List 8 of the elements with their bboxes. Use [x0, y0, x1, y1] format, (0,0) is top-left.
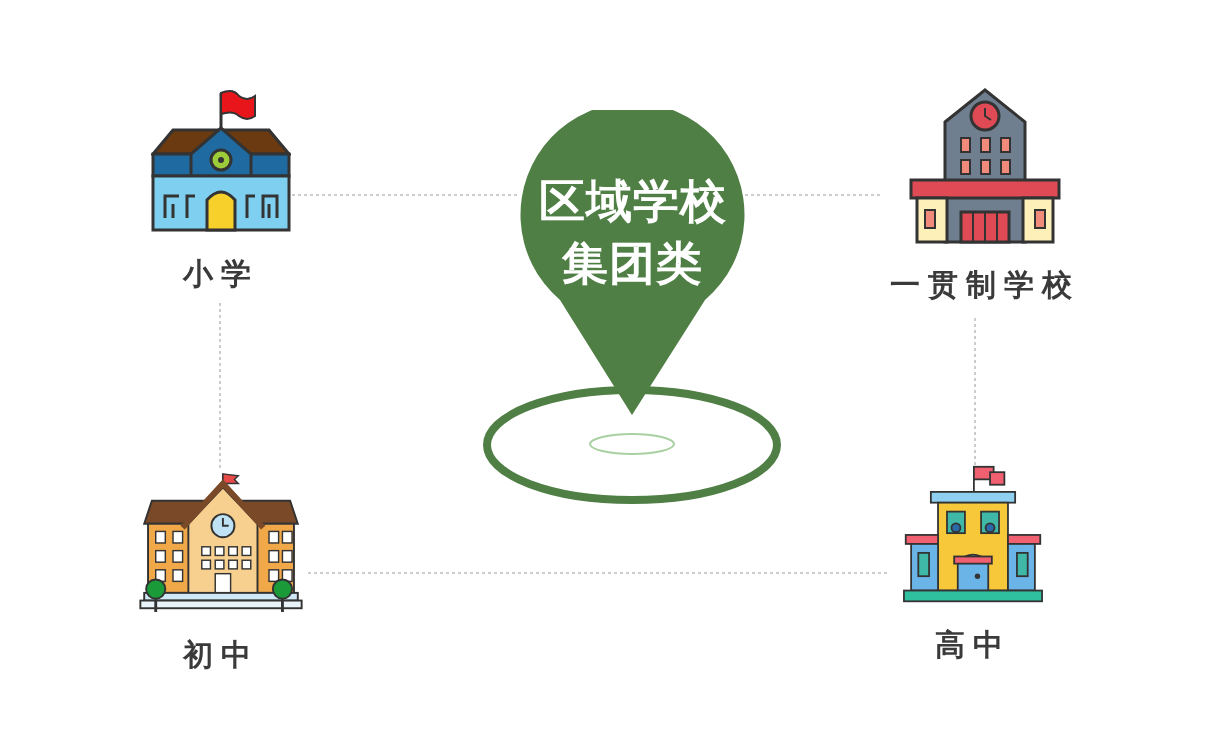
school-type-label: 小学	[183, 259, 259, 289]
dashed-connector	[219, 302, 221, 471]
pin-label: 区域学校集团类	[537, 173, 728, 293]
school-type-label: 初中	[182, 640, 259, 670]
school-type-label: 高中	[934, 630, 1011, 660]
dashed-connector	[744, 194, 881, 196]
dashed-connector	[974, 317, 976, 466]
school-type-label: 一贯制学校	[890, 270, 1080, 300]
